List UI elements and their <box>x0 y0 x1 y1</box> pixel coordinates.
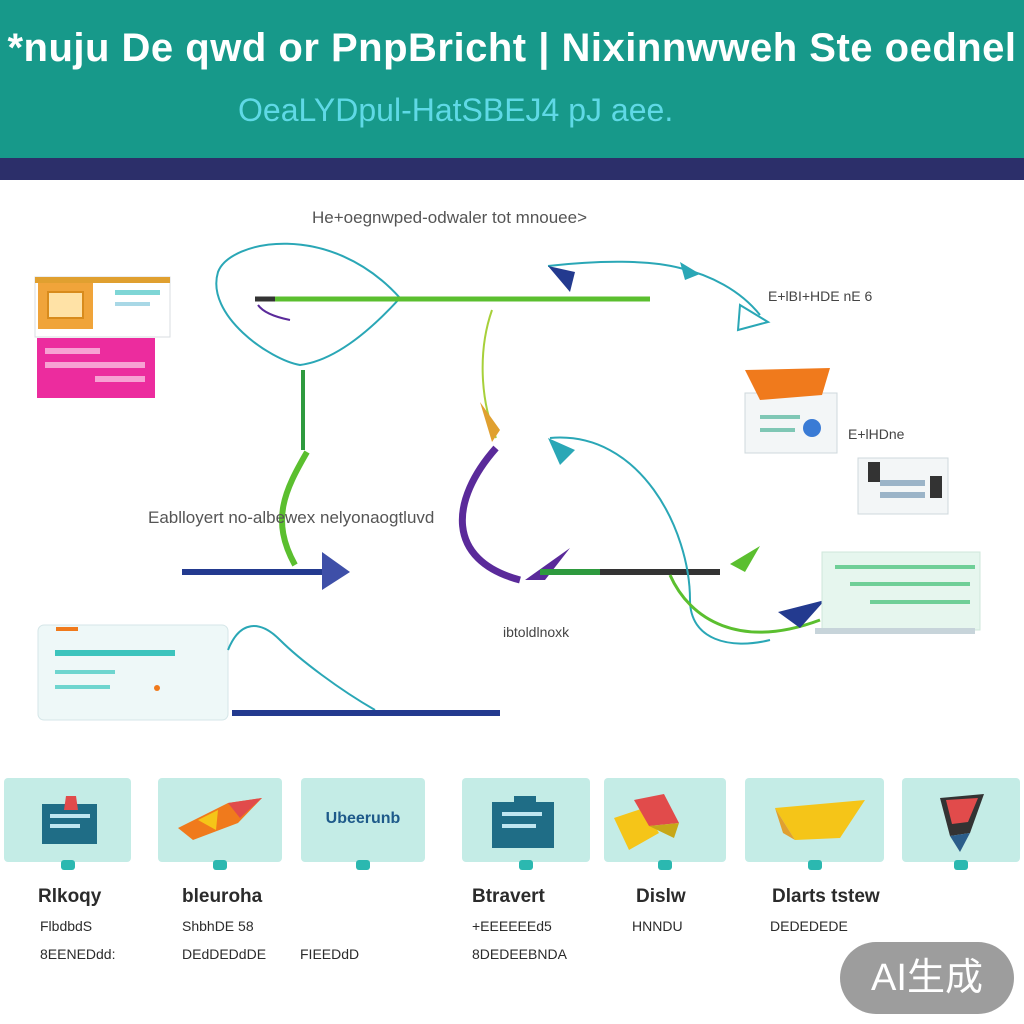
card-3: Ubeerunb <box>301 778 425 870</box>
monitor-icon <box>37 624 229 721</box>
caption-4-line-2: 8DEDEEBNDA <box>472 946 567 962</box>
card-1 <box>4 778 131 870</box>
ai-generated-badge: AI生成 <box>840 942 1014 1014</box>
purple-curve <box>458 445 521 584</box>
diagram-right-label-1: E+lBI+HDE nE 6 <box>768 288 873 304</box>
diagram-middle-label: Eablloyert no-albewex nelyonaogtluvd <box>148 508 435 527</box>
diagram-top-label: He+oegnwped-odwaler tot mnouee> <box>312 208 588 227</box>
card-6 <box>745 778 884 870</box>
diagram-right-label-2: E+lHDne <box>848 426 905 442</box>
caption-1-line-1: FlbdbdS <box>40 918 93 934</box>
flow-diagram <box>34 242 981 721</box>
caption-5-line-1: HNNDU <box>632 918 683 934</box>
document-tag-icon <box>744 368 838 454</box>
caption-4-title: Btravert <box>472 886 545 907</box>
caption-2-line-1: ShbhDE 58 <box>182 918 254 934</box>
diagram-center-label: ibtoldlnoxk <box>503 624 570 640</box>
arrow-head-icon <box>322 552 350 590</box>
caption-1-title: Rlkoqy <box>38 886 102 907</box>
card-5 <box>604 778 726 870</box>
document-icon <box>492 796 554 848</box>
machine-icon <box>857 457 949 515</box>
card-3-label: Ubeerunb <box>325 810 401 827</box>
card-2 <box>158 778 282 870</box>
card-4 <box>462 778 590 870</box>
caption-2-title: bleuroha <box>182 886 263 907</box>
header-banner: *nuju De qwd or PnpBricht | Nixinnwweh S… <box>0 0 1024 158</box>
caption-6-title: Dlarts tstew <box>772 886 880 907</box>
loop-connector <box>215 242 402 367</box>
folded-shape-icon <box>614 794 679 850</box>
caption-1-line-2: 8EENEDdd: <box>40 946 116 962</box>
header-band <box>0 158 1024 180</box>
caption-5-title: Dislw <box>636 886 686 907</box>
caption-6-line-1: DEDEDEDE <box>770 918 848 934</box>
wedge-icon <box>775 800 865 840</box>
pen-icon <box>940 794 984 852</box>
page-subtitle: OeaLYDpul-HatSBEJ4 pJ aee. <box>238 92 674 128</box>
rocket-icon <box>178 798 262 840</box>
document-icon <box>42 796 97 844</box>
caption-3-line-2: FIEEDdD <box>300 946 360 962</box>
card-7 <box>902 778 1020 870</box>
laptop-icon <box>815 551 981 634</box>
caption-4-line-1: +EEEEEEd5 <box>472 918 552 934</box>
page-title: *nuju De qwd or PnpBricht | Nixinnwweh S… <box>7 26 1017 70</box>
caption-2-line-2: DEdDEDdDE <box>182 946 267 962</box>
card-widget-icon <box>34 276 171 398</box>
